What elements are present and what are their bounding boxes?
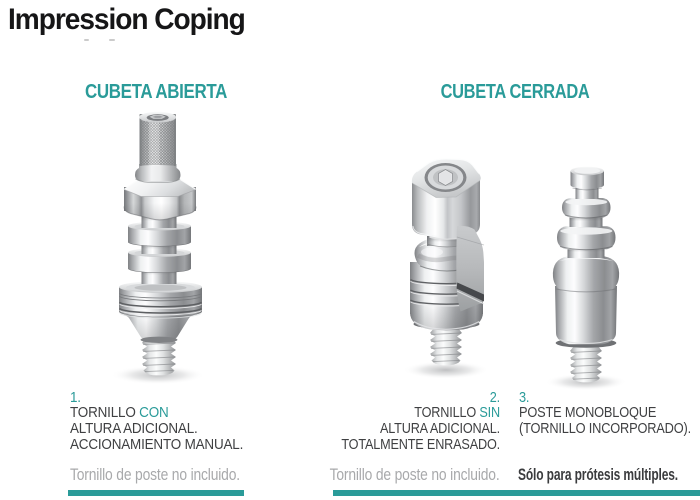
faint-text-artifact [84,39,89,41]
caption-line: TORNILLO CON [70,405,243,421]
caption-line-accent: SIN [479,404,500,422]
caption-line-prefix: TORNILLO [70,404,140,422]
caption-line: ACCIONAMIENTO MANUAL. [70,435,244,453]
caption-number-3: 3. [519,388,530,406]
page-title: Impression Coping [8,3,246,36]
caption-line: (TORNILLO INCORPORADO). [519,420,691,438]
caption-note-3: Sólo para prótesis múltiples. [518,465,678,484]
caption-number-1: 1. [70,388,81,406]
accent-bar-left [68,490,244,496]
section-header-open-tray: CUBETA ABIERTA [84,81,228,103]
caption-line: TORNILLO SIN [341,405,500,421]
section-header-closed-tray: CUBETA CERRADA [440,81,590,103]
caption-note-2: Tornillo de poste no incluido. [330,465,500,484]
caption-item-3: 3. POSTE MONOBLOQUE (TORNILLO INCORPORAD… [519,388,691,438]
caption-line-accent: CON [139,404,169,422]
caption-item-1: 1. TORNILLO CON ALTURA ADICIONAL. ACCION… [70,388,244,453]
caption-note-1: Tornillo de poste no incluido. [70,465,240,484]
caption-number-2: 2. [489,388,500,406]
caption-line: ALTURA ADICIONAL. [70,420,198,438]
caption-line: ALTURA ADICIONAL. [379,420,500,438]
caption-line: POSTE MONOBLOQUE [519,404,657,422]
product-monoblock-post [545,166,627,391]
product-closed-tray-coping [403,158,489,379]
caption-item-2: 2. TORNILLO SIN ALTURA ADICIONAL. TOTALM… [341,388,500,453]
caption-line-prefix: TORNILLO [414,404,480,422]
faint-text-artifact [109,39,115,41]
accent-bar-right [333,490,700,496]
product-open-tray-coping [111,111,205,385]
caption-line: TOTALMENTE ENRASADO. [341,435,500,453]
